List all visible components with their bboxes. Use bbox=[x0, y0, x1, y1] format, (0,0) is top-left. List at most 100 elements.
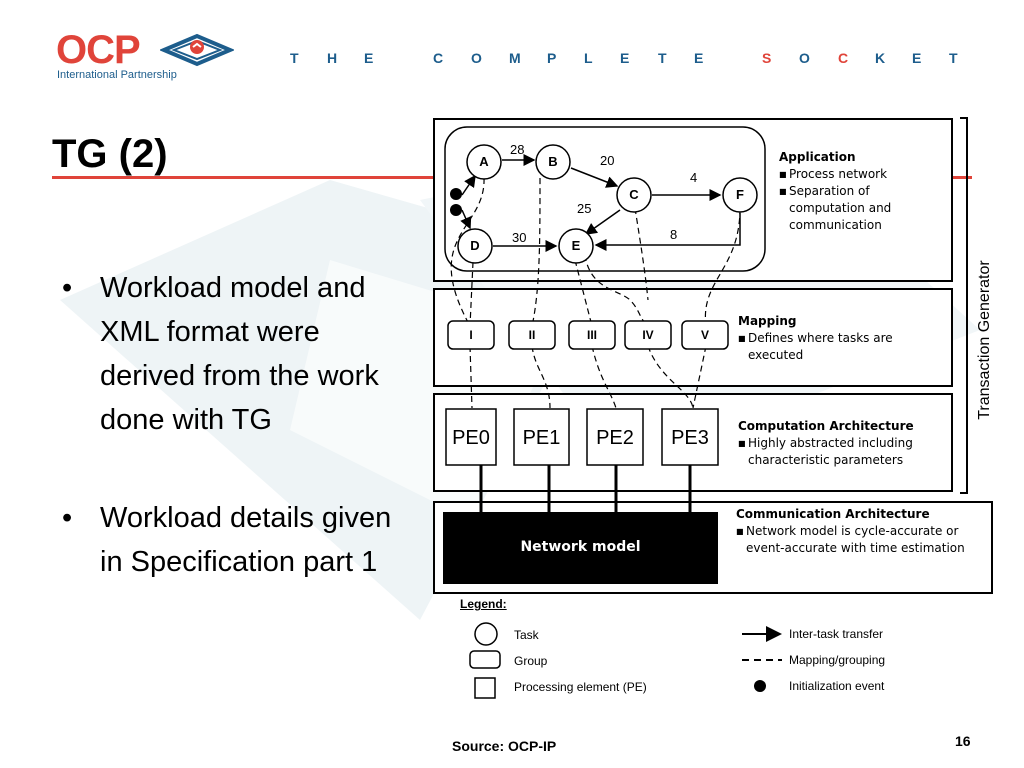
pe-label: PE0 bbox=[452, 427, 490, 449]
source-credit: Source: OCP-IP bbox=[452, 738, 557, 754]
communication-title: Communication Architecture bbox=[736, 507, 930, 521]
computation-item: Highly abstracted including characterist… bbox=[748, 436, 913, 467]
pe-box bbox=[513, 408, 570, 466]
application-description: Application ■Process network ■Separation… bbox=[779, 149, 939, 234]
application-layer bbox=[433, 118, 953, 282]
tagline-letter: E bbox=[364, 50, 374, 66]
group-box bbox=[568, 320, 616, 350]
mapping-title: Mapping bbox=[738, 314, 797, 328]
group-box bbox=[681, 320, 729, 350]
pe-label: PE3 bbox=[671, 427, 709, 449]
task-label: D bbox=[470, 238, 480, 253]
bullet-icon: • bbox=[62, 272, 73, 304]
transaction-generator-label: Transaction Generator bbox=[976, 260, 993, 420]
tagline-letter: T bbox=[949, 50, 958, 66]
group-label: V bbox=[700, 328, 709, 342]
pe-box bbox=[586, 408, 644, 466]
tagline-letter: O bbox=[799, 50, 810, 66]
task-node bbox=[722, 177, 758, 213]
transaction-generator-bracket bbox=[960, 117, 968, 494]
ocp-logo-icon bbox=[160, 33, 234, 67]
process-group bbox=[444, 126, 766, 272]
task-label: C bbox=[629, 187, 639, 202]
bullet-item: • Workload model and XML format were der… bbox=[62, 266, 422, 486]
network-model-box bbox=[443, 512, 718, 584]
bullet-text: Workload details given in Specification … bbox=[100, 502, 392, 578]
tagline-letter: T bbox=[290, 50, 299, 66]
tagline-letter: S bbox=[762, 50, 772, 66]
logo-subtitle: International Partnership bbox=[57, 69, 177, 81]
task-node bbox=[558, 228, 594, 264]
tagline-letter: O bbox=[471, 50, 482, 66]
computation-description: Computation Architecture ■Highly abstrac… bbox=[738, 418, 946, 469]
group-box bbox=[447, 320, 495, 350]
square-bullet-icon: ■ bbox=[779, 187, 787, 196]
computation-title: Computation Architecture bbox=[738, 419, 914, 433]
square-bullet-icon: ■ bbox=[779, 170, 787, 179]
legend-group-icon bbox=[469, 650, 501, 669]
tagline-letter: L bbox=[584, 50, 593, 66]
legend-title: Legend: bbox=[460, 597, 507, 611]
legend-mapping-label: Mapping/grouping bbox=[789, 653, 886, 667]
legend-task-icon bbox=[474, 622, 498, 646]
network-model-label: Network model bbox=[520, 539, 641, 555]
edge-weight: 8 bbox=[670, 227, 678, 242]
bullet-icon: • bbox=[62, 502, 73, 534]
tagline-letter: E bbox=[694, 50, 704, 66]
communication-description: Communication Architecture ■Network mode… bbox=[736, 506, 986, 557]
group-label: IV bbox=[642, 328, 654, 342]
mapping-description: Mapping ■Defines where tasks are execute… bbox=[738, 313, 938, 364]
tagline-letter: T bbox=[658, 50, 667, 66]
logo-wordmark: OCP bbox=[56, 28, 141, 72]
task-label: A bbox=[479, 154, 489, 169]
legend-init-icon bbox=[754, 680, 766, 692]
square-bullet-icon: ■ bbox=[738, 334, 746, 343]
pe-box bbox=[445, 408, 497, 466]
square-bullet-icon: ■ bbox=[738, 439, 746, 448]
tagline-letter: E bbox=[620, 50, 630, 66]
initialization-event bbox=[450, 204, 462, 216]
task-node bbox=[466, 144, 502, 180]
legend-transfer-label: Inter-task transfer bbox=[789, 627, 884, 641]
mapping-lines bbox=[450, 177, 741, 409]
group-label: II bbox=[528, 328, 536, 342]
mapping-item: Defines where tasks are executed bbox=[748, 331, 893, 362]
initialization-event bbox=[450, 188, 462, 200]
task-label: E bbox=[571, 238, 581, 253]
legend-init-label: Initialization event bbox=[789, 679, 885, 693]
task-node bbox=[535, 144, 571, 180]
pe-label: PE2 bbox=[596, 427, 634, 449]
task-label: B bbox=[548, 154, 558, 169]
legend-pe-label: Processing element (PE) bbox=[514, 680, 647, 694]
group-label: I bbox=[469, 328, 473, 342]
bullet-item: • Workload details given in Specificatio… bbox=[62, 496, 422, 636]
application-item: Separation of computation and communicat… bbox=[789, 184, 892, 232]
legend-group-label: Group bbox=[514, 654, 548, 668]
tagline-letter: C bbox=[838, 50, 849, 66]
edge-weight: 20 bbox=[600, 153, 615, 168]
pe-label: PE1 bbox=[522, 427, 561, 449]
edge-weight: 25 bbox=[577, 201, 592, 216]
tagline-letter: C bbox=[433, 50, 444, 66]
communication-item: Network model is cycle-accurate or event… bbox=[746, 524, 965, 555]
bullet-text: Workload model and XML format were deriv… bbox=[100, 272, 379, 436]
edge-weight: 28 bbox=[510, 142, 525, 157]
tagline-letter: M bbox=[509, 50, 521, 66]
application-item: Process network bbox=[789, 167, 888, 181]
tagline-letter: K bbox=[875, 50, 886, 66]
slide-title: TG (2) bbox=[52, 132, 168, 176]
task-node bbox=[616, 177, 652, 213]
pe-box bbox=[661, 408, 719, 466]
application-title: Application bbox=[779, 150, 856, 164]
edge-weight: 30 bbox=[512, 230, 527, 245]
square-bullet-icon: ■ bbox=[736, 527, 744, 536]
task-label: F bbox=[736, 187, 744, 202]
task-node bbox=[457, 228, 493, 264]
legend-pe-icon bbox=[474, 677, 496, 699]
group-label: III bbox=[586, 328, 597, 342]
legend-task-label: Task bbox=[514, 628, 539, 642]
page-number: 16 bbox=[955, 733, 971, 749]
tagline-letter: E bbox=[912, 50, 922, 66]
edge-weight: 4 bbox=[690, 170, 698, 185]
